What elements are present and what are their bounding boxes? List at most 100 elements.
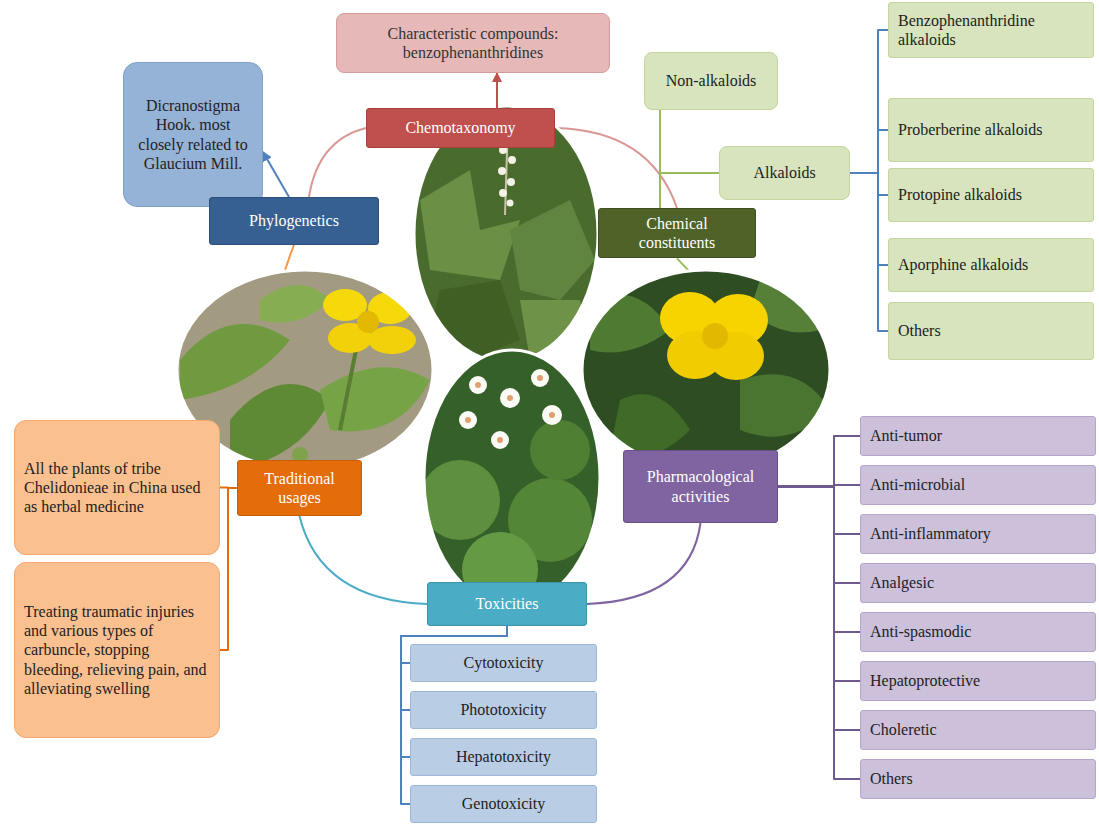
flower (491, 431, 509, 449)
photo-yellow-flower-right (580, 265, 835, 475)
stamens (702, 323, 728, 349)
usage-box: All the plants of tribe Chelidonieae in … (14, 420, 220, 555)
activity-box: Anti-tumor (860, 416, 1096, 456)
category-box: Pharmacological activities (623, 450, 778, 523)
flower-centre (475, 382, 481, 388)
node-text: Hepatotoxicity (420, 747, 587, 766)
flower-centre (537, 375, 543, 381)
node-text: Hepatoprotective (870, 671, 1086, 690)
activity-box: Anti-microbial (860, 465, 1096, 505)
activity-box: Choleretic (860, 710, 1096, 750)
activity-box: Anti-inflammatory (860, 514, 1096, 554)
leaf (590, 294, 670, 352)
finding-box: Dicranostigma Hook. most closely related… (123, 62, 263, 207)
connector (778, 487, 860, 535)
flower-centre (507, 395, 513, 401)
leaf (740, 374, 830, 436)
node-text: Treating traumatic injuries and various … (24, 602, 210, 698)
stamens (357, 311, 379, 333)
category-box: Traditional usages (237, 460, 362, 516)
flower (469, 376, 487, 394)
node-text: Benzophenanthridine alkaloids (898, 11, 1084, 49)
node-text: Non-alkaloids (654, 71, 768, 90)
photo-white-flowers-bottom (420, 345, 605, 610)
connector (778, 487, 860, 682)
photo-frame (582, 270, 830, 470)
connector (778, 487, 860, 731)
floret (498, 167, 506, 175)
node-text: Pharmacological activities (633, 467, 768, 505)
connector (850, 130, 888, 173)
node-text: Traditional usages (247, 469, 352, 507)
node-text: Anti-microbial (870, 475, 1086, 494)
node-text: Others (898, 321, 1084, 340)
alkaloid-class-box: Others (888, 302, 1094, 360)
flower-centre (465, 417, 471, 423)
category-box: Phylogenetics (209, 197, 379, 245)
floret (499, 189, 507, 197)
node-text: Chemical constituents (608, 214, 746, 252)
activity-box: Others (860, 759, 1096, 799)
node-text: Protopine alkaloids (898, 185, 1084, 204)
flower-centre (497, 437, 503, 443)
flower (500, 388, 520, 408)
node-text: Aporphine alkaloids (898, 255, 1084, 274)
toxicity-box: Cytotoxicity (410, 644, 597, 682)
category-box: Chemotaxonomy (366, 108, 555, 148)
alkaloid-class-box: Protopine alkaloids (888, 168, 1094, 222)
node-text: Choleretic (870, 720, 1086, 739)
leaf (260, 285, 330, 323)
connector (778, 487, 860, 633)
node-text: Phototoxicity (420, 700, 587, 719)
node-text: Proberberine alkaloids (898, 120, 1084, 139)
finding-box: Characteristic compounds: benzophenanthr… (336, 13, 610, 73)
leaf (510, 200, 595, 300)
node-text: Genotoxicity (420, 794, 587, 813)
usage-box: Treating traumatic injuries and various … (14, 562, 220, 738)
toxicity-box: Phototoxicity (410, 691, 597, 729)
floret (508, 156, 516, 164)
alkaloid-class-box: Proberberine alkaloids (888, 98, 1094, 162)
activity-box: Anti-spasmodic (860, 612, 1096, 652)
activity-box: Analgesic (860, 563, 1096, 603)
class-box: Alkaloids (719, 146, 850, 200)
connector (660, 173, 719, 208)
alkaloid-class-box: Aporphine alkaloids (888, 238, 1094, 292)
connector (587, 523, 701, 604)
node-text: Phylogenetics (219, 211, 369, 230)
leaf (530, 420, 590, 480)
connector (309, 128, 366, 197)
connector (850, 173, 888, 331)
alkaloid-class-box: Benzophenanthridine alkaloids (888, 2, 1094, 58)
category-box: Toxicities (427, 582, 587, 626)
activity-box: Hepatoprotective (860, 661, 1096, 701)
leaf (430, 280, 520, 360)
class-box: Non-alkaloids (644, 52, 778, 110)
node-text: All the plants of tribe Chelidonieae in … (24, 459, 210, 517)
flower-centre (549, 412, 555, 418)
flower (531, 369, 549, 387)
leaf (610, 394, 690, 456)
connector (778, 487, 860, 584)
node-text: Alkaloids (729, 163, 840, 182)
node-text: Toxicities (437, 594, 577, 613)
category-box: Chemical constituents (598, 208, 756, 258)
floret (507, 200, 514, 207)
node-text: Cytotoxicity (420, 653, 587, 672)
connector (220, 488, 237, 650)
connector (850, 173, 888, 265)
node-text: Anti-inflammatory (870, 524, 1086, 543)
toxicity-box: Genotoxicity (410, 785, 597, 823)
flower (542, 405, 562, 425)
node-text: Anti-tumor (870, 426, 1086, 445)
toxicity-box: Hepatotoxicity (410, 738, 597, 776)
connector (778, 436, 860, 487)
node-text: Dicranostigma Hook. most closely related… (133, 96, 253, 173)
connector (300, 516, 428, 604)
connector (850, 30, 888, 173)
connector (496, 73, 498, 108)
flower (459, 411, 477, 429)
node-text: Others (870, 769, 1086, 788)
photo-ground (580, 265, 835, 475)
